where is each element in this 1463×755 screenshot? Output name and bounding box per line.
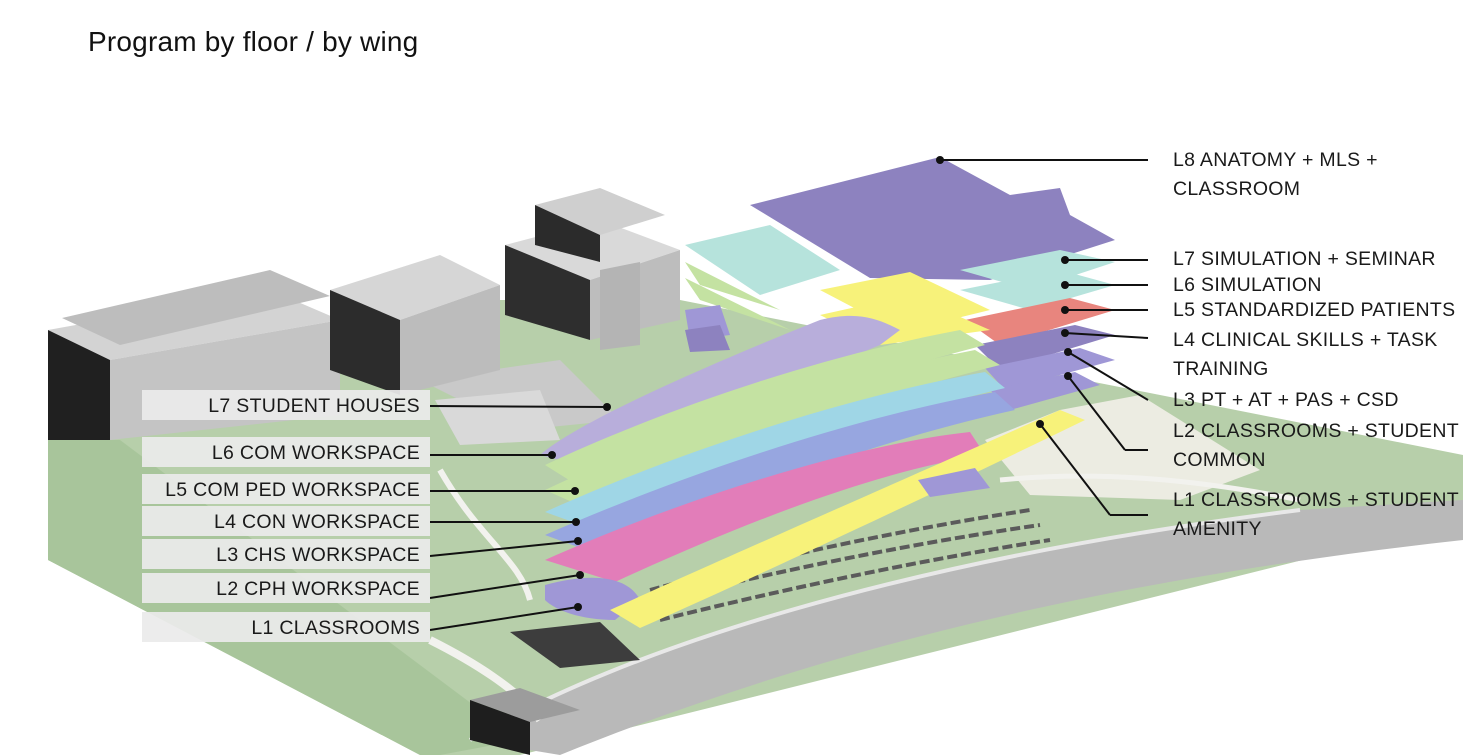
dark-building-bottom — [470, 700, 530, 755]
label-l2-classrooms-student-common: L2 CLASSROOMS + STUDENT COMMON — [1173, 417, 1459, 475]
l6-green-strip — [685, 262, 780, 310]
label-l4-clinical-skills: L4 CLINICAL SKILLS + TASK TRAINING — [1173, 326, 1438, 384]
label-l6-com-workspace: L6 COM WORKSPACE — [211, 442, 420, 464]
page-title: Program by floor / by wing — [88, 26, 419, 57]
label-l7-student-houses: L7 STUDENT HOUSES — [208, 395, 420, 417]
l7-teal-strip — [685, 225, 840, 295]
right-leaders — [940, 159, 1149, 516]
label-l1-line1: L1 CLASSROOMS + STUDENT — [1173, 489, 1459, 511]
l3-right-violet — [985, 348, 1115, 390]
label-l4-clinical-skills-line1: L4 CLINICAL SKILLS + TASK — [1173, 329, 1438, 351]
label-bg-l3 — [142, 539, 430, 569]
l5-green-strip — [685, 278, 790, 330]
l4-right-violet — [975, 325, 1115, 370]
dark-building-bottom-top — [470, 688, 580, 722]
label-l8-anatomy-line1: L8 ANATOMY + MLS + — [1173, 149, 1378, 171]
walkway — [437, 468, 533, 601]
label-l4-clinical-skills-line2: TRAINING — [1173, 358, 1269, 380]
label-l3-pt-at-pas-csd: L3 PT + AT + PAS + CSD — [1173, 389, 1399, 411]
label-bg-l7 — [142, 390, 430, 420]
label-l3-chs-workspace: L3 CHS WORKSPACE — [216, 544, 420, 566]
label-l5-standardized-patients: L5 STANDARDIZED PATIENTS — [1173, 299, 1456, 321]
label-bg-l4 — [142, 506, 430, 536]
right-leader-dots — [936, 156, 1072, 428]
label-l1-classrooms: L1 CLASSROOMS — [251, 617, 420, 639]
building-left-3 — [505, 188, 680, 350]
left-leaders — [429, 405, 608, 631]
label-l8-anatomy-line2: CLASSROOM — [1173, 178, 1301, 200]
left-leader-dots — [548, 403, 611, 611]
label-l2-line1: L2 CLASSROOMS + STUDENT — [1173, 420, 1459, 442]
road — [470, 500, 1463, 755]
label-l4-con-workspace: L4 CON WORKSPACE — [214, 511, 420, 533]
label-l8-anatomy: L8 ANATOMY + MLS + CLASSROOM — [1173, 146, 1378, 204]
building-left-2 — [330, 255, 500, 395]
label-l7-simulation-seminar: L7 SIMULATION + SEMINAR — [1173, 248, 1436, 270]
l1-yellow-slab — [610, 410, 1085, 628]
entry-stairs — [510, 622, 640, 668]
label-l6-simulation: L6 SIMULATION — [1173, 274, 1322, 296]
label-bg-l6 — [142, 437, 430, 467]
l8-floor-slab — [750, 157, 1115, 280]
l3-violet-strip — [685, 325, 730, 352]
label-l1-line2: AMENITY — [1173, 518, 1262, 540]
label-bg-l5 — [142, 474, 430, 504]
walkway-2 — [999, 473, 1301, 503]
label-bg-l1 — [142, 612, 430, 642]
label-bg-l2 — [142, 573, 430, 603]
label-l5-com-ped-workspace: L5 COM PED WORKSPACE — [165, 479, 420, 501]
gray-lot — [435, 390, 560, 445]
l2-slab — [545, 432, 985, 582]
label-l2-line2: COMMON — [1173, 449, 1266, 471]
label-l1-classrooms-student-amenity: L1 CLASSROOMS + STUDENT AMENITY — [1173, 486, 1459, 544]
l1-small-violet — [918, 468, 990, 497]
l6-right-teal — [960, 270, 1115, 310]
label-l2-cph-workspace: L2 CPH WORKSPACE — [216, 578, 420, 600]
